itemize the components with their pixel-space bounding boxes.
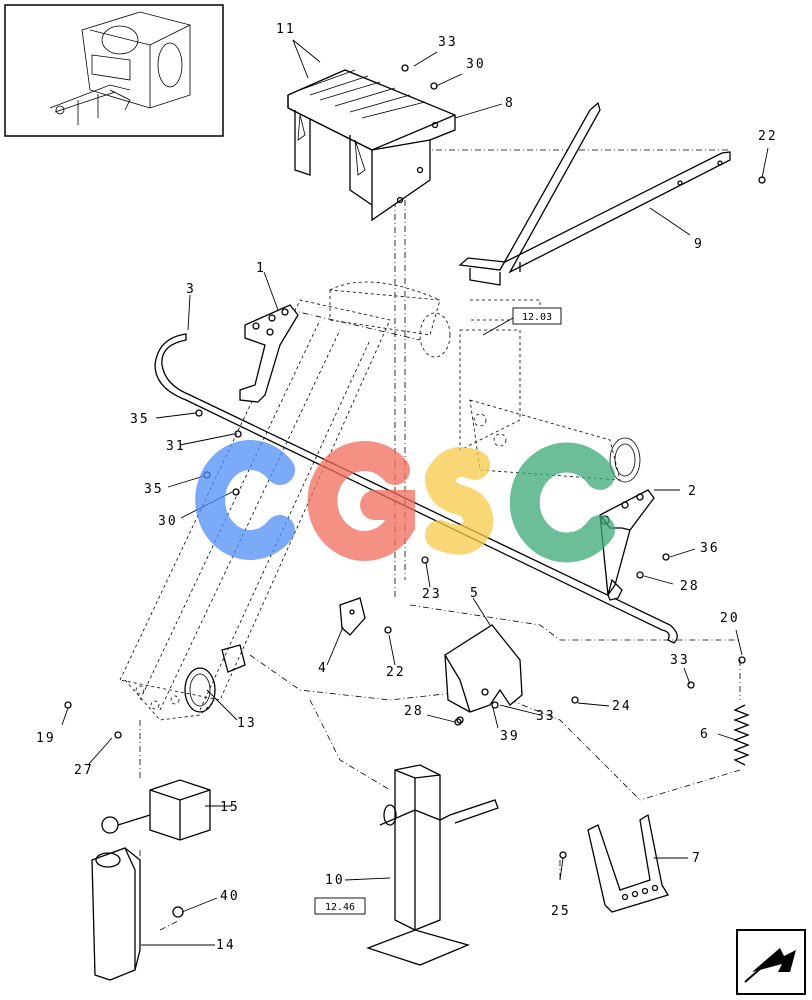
- callout-10: 10: [325, 873, 345, 888]
- part-10-jack-stand[interactable]: [366, 764, 499, 966]
- callout-27: 27: [74, 763, 94, 778]
- reference-box-12-46[interactable]: 12.46: [314, 897, 366, 915]
- leader-lines: [61, 39, 769, 946]
- callout-35a: 33: [438, 35, 458, 50]
- callout-2: 2: [688, 484, 698, 499]
- callout-28a: 28: [680, 579, 700, 594]
- watermark-letter-s: [424, 447, 494, 555]
- fasteners: [64, 64, 766, 918]
- callout-4: 4: [318, 661, 328, 676]
- callout-5: 5: [470, 586, 480, 601]
- callout-22b: 22: [386, 665, 406, 680]
- callout-3: 3: [186, 282, 196, 297]
- part-6-spring[interactable]: [733, 704, 750, 766]
- callout-6: 6: [700, 727, 710, 742]
- ref-label: 12.46: [325, 902, 355, 913]
- callout-13: 13: [237, 716, 257, 731]
- callout-11: 11: [276, 22, 296, 37]
- callout-33b: 33: [536, 709, 556, 724]
- callout-14: 14: [216, 938, 236, 953]
- reference-box-12-03[interactable]: 12.03: [512, 307, 562, 325]
- callout-33a: 33: [670, 653, 690, 668]
- next-page-arrow-icon[interactable]: [736, 929, 806, 995]
- part-14-tube-bracket[interactable]: [91, 847, 141, 981]
- callout-8: 8: [505, 96, 515, 111]
- part-4-bracket[interactable]: [339, 597, 366, 636]
- part-1-bracket[interactable]: [239, 304, 299, 403]
- watermark-letter-g: [307, 441, 415, 561]
- callout-28b: 28: [404, 704, 424, 719]
- callout-1: 1: [256, 261, 266, 276]
- part-8-step-bracket[interactable]: [287, 69, 456, 222]
- watermark-letter-c1: [195, 440, 295, 560]
- callout-20: 20: [720, 611, 740, 626]
- callout-7: 7: [692, 851, 702, 866]
- thumbnail-overview[interactable]: [4, 4, 224, 137]
- part-9-support-arm[interactable]: [458, 101, 731, 286]
- callout-38: 36: [700, 541, 720, 556]
- callout-30b: 30: [158, 514, 178, 529]
- callout-15: 15: [220, 800, 240, 815]
- callout-19: 19: [36, 731, 56, 746]
- callout-40: 40: [220, 889, 240, 904]
- part-3-rod[interactable]: [154, 333, 678, 644]
- callout-labels: 11 33 30 8 22 9 1 3 35 31 35 30 2 36 28 …: [36, 22, 778, 953]
- part-13-clamp-ring[interactable]: [184, 644, 246, 713]
- ref-label: 12.03: [522, 312, 552, 323]
- callout-9: 9: [694, 237, 704, 252]
- callout-31: 31: [166, 439, 186, 454]
- callout-24: 24: [612, 699, 632, 714]
- callout-30a: 30: [466, 57, 486, 72]
- part-7-step[interactable]: [587, 813, 669, 913]
- callout-36: 35: [130, 412, 150, 427]
- callout-23: 23: [422, 587, 442, 602]
- callout-39: 39: [500, 729, 520, 744]
- part-15-jack[interactable]: [101, 779, 211, 841]
- part-5-bracket[interactable]: [444, 624, 523, 724]
- callout-22a: 22: [758, 129, 778, 144]
- watermark-letter-c2: [509, 442, 615, 563]
- callout-25: 25: [551, 904, 571, 919]
- watermark: [195, 440, 615, 563]
- callout-35b: 35: [144, 482, 164, 497]
- part-2-bracket[interactable]: [599, 489, 655, 601]
